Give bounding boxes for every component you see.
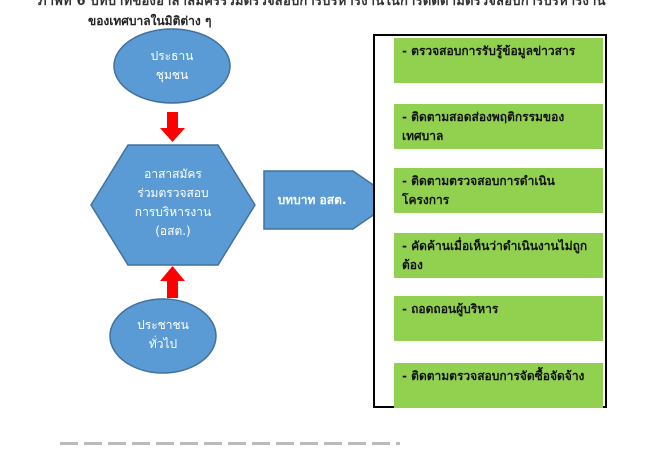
volunteer-hexagon bbox=[90, 144, 256, 266]
role-item: - ติดตามสอดส่องพฤติกรรมของเทศบาล bbox=[394, 104, 603, 149]
role-item: - ติดตามตรวจสอบการดำเนินโครงการ bbox=[394, 168, 603, 213]
role-item: - ติดตามตรวจสอบการจัดซื้อจัดจ้าง bbox=[394, 363, 603, 408]
role-arrow-label: บทบาท อสต. bbox=[277, 192, 347, 207]
role-item: - ถอดถอนผู้บริหาร bbox=[394, 296, 603, 341]
community-leader-label: ประธาน ชุมชน bbox=[150, 49, 194, 82]
arrow-down-red bbox=[160, 112, 185, 142]
truncated-footer-text bbox=[60, 442, 400, 445]
roles-panel bbox=[373, 34, 607, 408]
general-public-ellipse bbox=[109, 298, 217, 374]
figure-caption: ภาพที่ 6 บทบาทของอาสาสมัครร่วมตรวจสอบการ… bbox=[0, 0, 650, 34]
volunteer-label: อาสาสมัคร ร่วมตรวจสอบ การบริหารงาน (อสต.… bbox=[134, 167, 212, 238]
general-public-label: ประชาชน ทั่วไป bbox=[137, 318, 189, 351]
role-item: - คัดค้านเมื่อเห็นว่าดำเนินงานไม่ถูกต้อง bbox=[394, 233, 603, 278]
caption-line-1: ภาพที่ 6 บทบาทของอาสาสมัครร่วมตรวจสอบการ… bbox=[38, 0, 606, 9]
caption-line-2: ของเทศบาลในมิติต่าง ๆ bbox=[88, 14, 212, 28]
arrow-up-red bbox=[160, 266, 185, 298]
role-item: - ตรวจสอบการรับรู้ข้อมูลข่าวสาร bbox=[394, 38, 603, 83]
community-leader-ellipse bbox=[113, 28, 231, 104]
